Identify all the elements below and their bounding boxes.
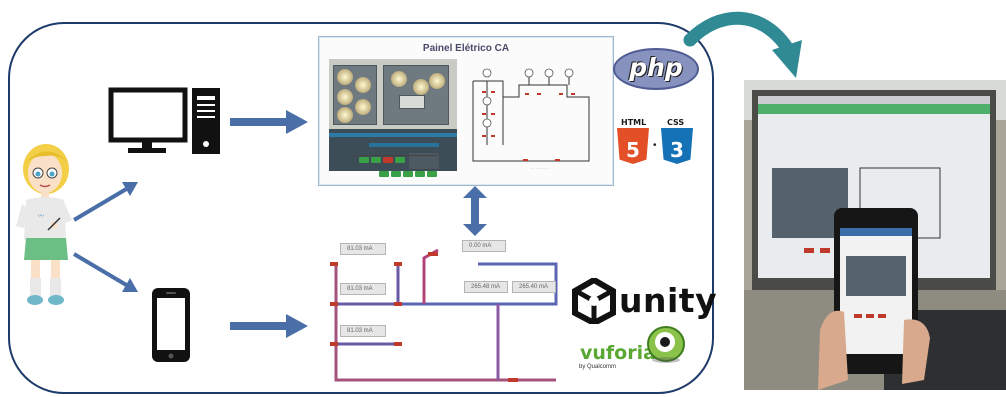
switch-button[interactable] xyxy=(391,171,401,177)
panel-photo xyxy=(329,59,457,171)
switch-button[interactable] xyxy=(383,157,393,163)
css3-logo: 3 xyxy=(661,128,693,164)
student-avatar-icon: 〰 xyxy=(16,144,72,305)
html-label: HTML xyxy=(621,118,647,127)
ar-demo-photo xyxy=(744,80,1006,390)
vuforia-by-text: by Qualcomm xyxy=(579,364,617,370)
vuforia-logo-text: vuforia xyxy=(580,342,656,364)
switch-button[interactable] xyxy=(359,157,369,163)
desktop-computer-icon xyxy=(108,87,220,154)
svg-text:〰: 〰 xyxy=(38,214,44,220)
smartphone-icon xyxy=(152,288,190,362)
css-label: CSS xyxy=(667,118,685,127)
student-arrows xyxy=(72,182,138,292)
switch-button[interactable] xyxy=(379,171,389,177)
double-arrow-vertical xyxy=(463,186,487,236)
current-reading: 265.48 mA xyxy=(464,281,508,293)
current-reading: 265.40 mA xyxy=(512,281,556,293)
unity-logo-text: unity xyxy=(619,281,718,320)
switch-button[interactable] xyxy=(371,157,381,163)
electrical-panel-screen: Painel Elétrico CA xyxy=(318,36,614,186)
system-frame xyxy=(8,22,714,394)
svg-text:- - - - - - - -: - - - - - - - - xyxy=(531,165,550,170)
vuforia-eye-icon xyxy=(647,326,685,363)
current-reading: 81.03 mA xyxy=(340,283,386,295)
switch-button[interactable] xyxy=(395,157,405,163)
teal-curved-arrow xyxy=(683,11,802,78)
control-separator xyxy=(349,155,437,156)
current-reading: 81.03 mA xyxy=(340,243,386,255)
php-logo: php xyxy=(613,48,699,90)
switch-button[interactable] xyxy=(415,171,425,177)
current-reading: 81.03 mA xyxy=(340,325,386,337)
circuit-schematic: - - - - - - - - xyxy=(472,68,590,170)
switch-button[interactable] xyxy=(427,171,437,177)
unity-logo-icon xyxy=(572,278,616,324)
html5-logo: 5 xyxy=(617,128,649,164)
panel-title: Painel Elétrico CA xyxy=(422,43,510,54)
arrow-desktop-to-panel xyxy=(230,110,308,134)
current-diagram xyxy=(330,248,558,382)
arrow-phone-to-diagram xyxy=(230,314,308,338)
current-reading: 0.00 mA xyxy=(462,240,506,252)
switch-button[interactable] xyxy=(403,171,413,177)
